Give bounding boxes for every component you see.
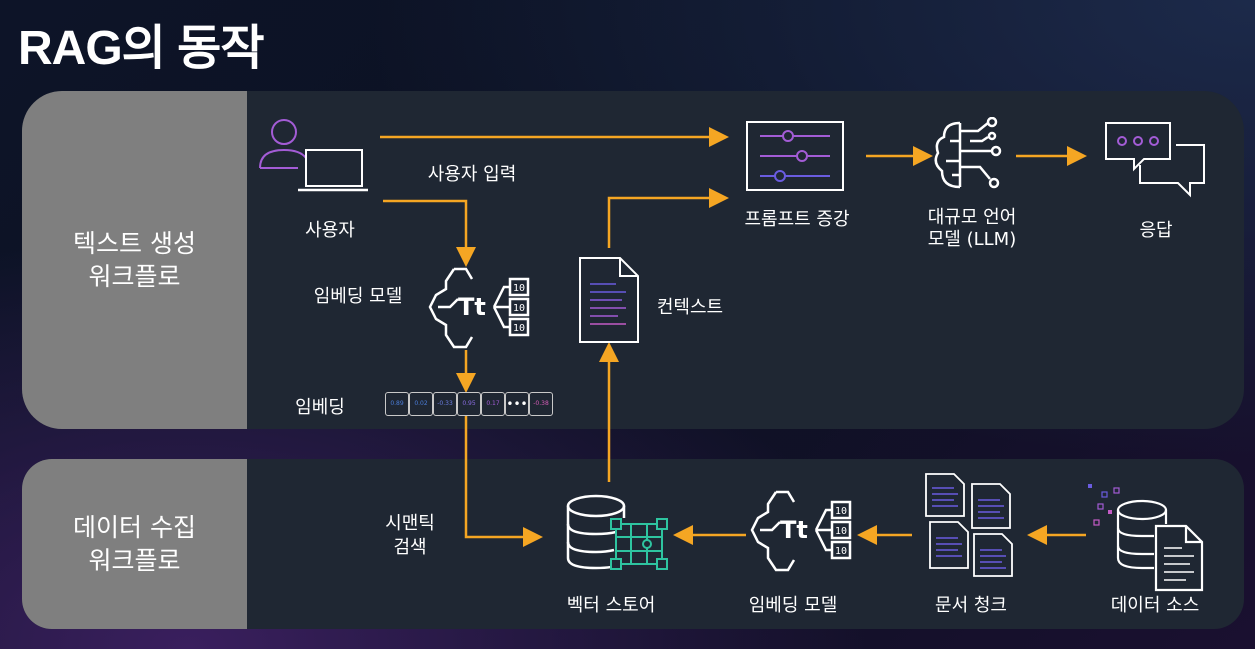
vector-store-label: 벡터 스토어 <box>566 595 656 616</box>
user-laptop-icon <box>259 119 368 192</box>
svg-text:10: 10 <box>513 303 525 314</box>
text-generation-panel: 텍스트 생성 워크플로 <box>22 91 1244 429</box>
vector-store-icon <box>566 494 668 570</box>
embedding-value: -0.38 <box>529 392 553 416</box>
svg-text:10: 10 <box>835 546 847 557</box>
chat-bubbles-icon <box>1105 122 1205 198</box>
sliders-icon <box>746 121 844 191</box>
document-chunks-label: 문서 청크 <box>935 595 1007 616</box>
svg-text:10: 10 <box>835 526 847 537</box>
response-label: 응답 <box>1139 220 1173 241</box>
embedding-value: 0.89 <box>385 392 409 416</box>
embedding-value: 0.02 <box>409 392 433 416</box>
data-source-icon <box>1088 484 1204 592</box>
embedding-label: 임베딩 <box>295 397 345 418</box>
data-source-label: 데이터 소스 <box>1110 595 1200 616</box>
document-icon <box>579 257 639 343</box>
svg-text:10: 10 <box>835 506 847 517</box>
embedding-vector: 0.89 0.02 -0.33 0.95 0.17 ••• -0.38 <box>385 392 553 416</box>
embedding-value: 0.95 <box>457 392 481 416</box>
llm-label: 대규모 언어 모델 (LLM) <box>927 207 1017 250</box>
svg-text:10: 10 <box>513 323 525 334</box>
user-input-label: 사용자 입력 <box>427 164 517 185</box>
context-label: 컨텍스트 <box>656 297 724 318</box>
text-workflow-label: 텍스트 생성 워크플로 <box>22 91 247 429</box>
embedding-model-icon: Tt 10 10 10 <box>750 490 852 572</box>
embedding-model-bottom-label: 임베딩 모델 <box>748 595 838 616</box>
semantic-search-label: 시맨틱 검색 <box>385 513 435 558</box>
prompt-augmentation-label: 프롬프트 증강 <box>744 209 850 230</box>
embedding-ellipsis: ••• <box>505 392 529 416</box>
svg-text:Tt: Tt <box>780 516 808 544</box>
embedding-model-top-label: 임베딩 모델 <box>313 286 403 307</box>
document-chunks-icon <box>925 473 1013 577</box>
svg-text:10: 10 <box>513 283 525 294</box>
embedding-model-icon: Tt 10 10 10 <box>428 267 530 349</box>
svg-text:Tt: Tt <box>458 293 486 321</box>
embedding-value: 0.17 <box>481 392 505 416</box>
brain-circuit-icon <box>934 117 1002 189</box>
data-workflow-label: 데이터 수집 워크플로 <box>22 459 247 629</box>
page-title: RAG의 동작 <box>18 22 264 75</box>
embedding-value: -0.33 <box>433 392 457 416</box>
user-label: 사용자 <box>305 220 355 241</box>
